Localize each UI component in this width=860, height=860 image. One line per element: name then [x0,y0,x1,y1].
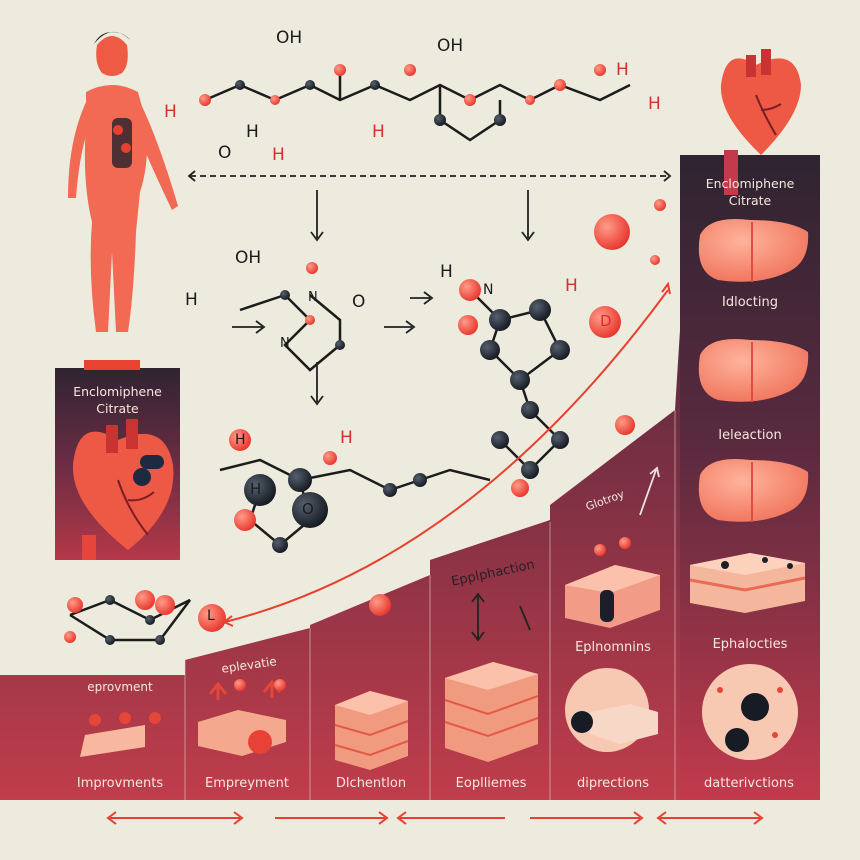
bottom-label-1: Improvments [76,776,164,791]
tissue-layer-icon [565,565,660,628]
right-label-3: Ephalocties [712,637,788,652]
atom-label: H [565,276,578,296]
heart-icon [72,419,174,560]
arrow-light [639,466,660,516]
atom-label: O [352,292,366,312]
liver-icon [698,219,809,282]
atom-label: H [340,428,353,448]
tissue-layer-icon [334,691,409,770]
arrows-dark [187,170,672,642]
bottom-label-6: datterivctions [704,776,794,791]
tissue-layer-icon [80,712,161,757]
atom-label: H [272,145,285,165]
step-dividers [184,410,676,800]
stair-header-1: eprovment [87,680,153,694]
human-figure-icon [68,31,178,370]
tissue-layer-icon [198,679,286,756]
tissue-layer-icon [444,662,539,762]
bottom-label-3: Dlchentlon [335,776,407,791]
atom-label: OH [235,248,262,268]
cell-icon [702,664,798,760]
atom-label: H [648,94,661,114]
right-label-1: Idlocting [722,295,778,310]
atom-label: H [616,60,629,80]
molecule-atoms-dark [105,80,570,645]
atom-label: OH [437,36,464,56]
heart-icon [720,49,801,195]
atom-label: H [372,122,385,142]
atom-label: L [207,608,215,624]
atom-label: N [308,290,318,305]
atom-label: H [164,102,177,122]
cell-icon [565,668,658,752]
atom-label: H [246,122,259,142]
atom-label: O [302,500,314,518]
bottom-label-5: diprections [577,776,649,791]
atom-label: N [280,336,290,351]
right-panel-title: Enclomiphene Citrate [705,176,795,208]
atom-label: N [483,282,494,298]
molecule-atoms-red [64,64,666,691]
right-label-2: Ieleaction [718,428,782,443]
bottom-label-2: Empreyment [205,776,289,791]
atom-label: O [218,143,232,163]
atom-label: H [235,432,246,448]
atom-label: OH [276,28,303,48]
middle-label-1: Eplnomnins [575,640,651,655]
atom-label: H [185,290,198,310]
tissue-layer-icon [689,553,806,613]
arrows-red [106,281,764,825]
liver-icon [698,459,809,522]
atom-label: D [600,312,612,330]
atom-label: H [440,262,453,282]
bottom-label-4: Eoplliemes [455,776,527,791]
atom-label: H [250,480,262,498]
liver-icon [698,339,809,402]
left-panel-title: Enclomiphene Citrate [73,384,162,416]
